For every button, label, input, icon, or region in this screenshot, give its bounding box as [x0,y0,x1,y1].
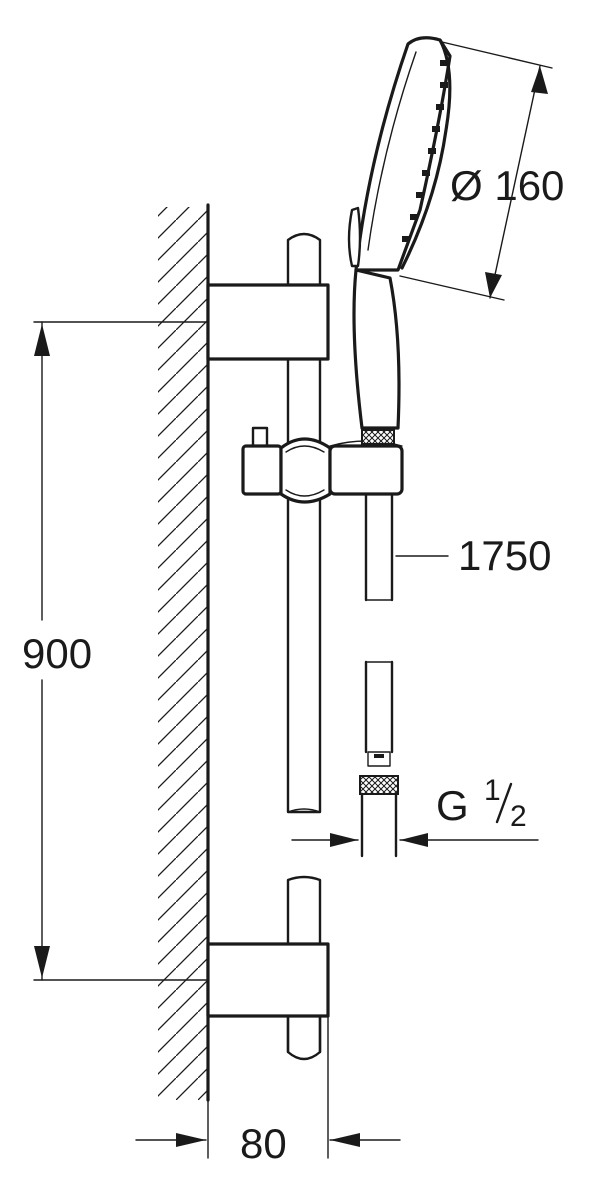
dimension-hose-length: 1750 [395,532,551,579]
dimension-bar-height: 900 [22,321,207,981]
slide-rail-upper [286,232,322,814]
dimension-thread-size: G 1 2 [291,774,539,847]
dimension-wall-distance: 80 [135,1015,401,1167]
wall-distance-label: 80 [240,1120,287,1167]
bar-height-label: 900 [22,630,92,677]
hose-upper [364,486,394,602]
thread-numerator: 1 [484,774,501,807]
spray-nozzles [402,60,448,242]
wall-bracket-top [206,283,330,361]
head-diameter-label: Ø 160 [450,162,564,209]
hose-length-label: 1750 [458,532,551,579]
hose-lower [359,660,399,858]
dimension-head-diameter: Ø 160 [399,41,564,301]
hand-shower [347,36,452,445]
wall [158,203,210,1102]
thread-denominator: 2 [510,800,527,833]
wall-bracket-bottom [206,942,330,1054]
thread-main-label: G [436,782,469,829]
